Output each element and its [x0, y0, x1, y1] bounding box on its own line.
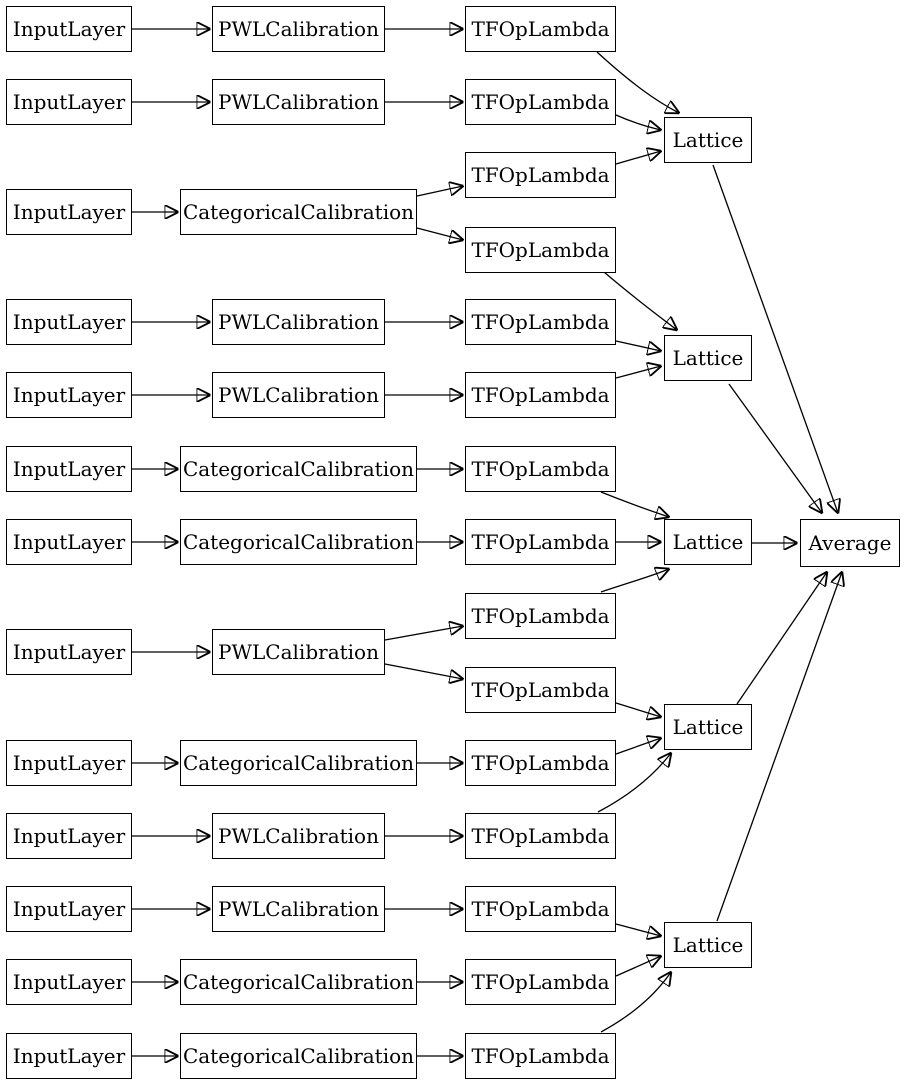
node-inputlayer-4: InputLayer [6, 299, 132, 345]
node-pwlcalibration-1: PWLCalibration [212, 6, 385, 52]
node-tfoplambda-7: TFOpLambda [465, 446, 616, 492]
node-tfoplambda-4: TFOpLambda [465, 227, 616, 273]
edge-tf4-lat2 [603, 271, 677, 330]
node-lattice-3: Lattice [664, 519, 752, 565]
node-tfoplambda-15: TFOpLambda [465, 1033, 616, 1079]
edge-lat1-avg [712, 164, 838, 513]
node-tfoplambda-2: TFOpLambda [465, 79, 616, 125]
node-inputlayer-10: InputLayer [6, 813, 132, 859]
node-tfoplambda-14: TFOpLambda [465, 959, 616, 1005]
edge-tf13-lat5 [615, 923, 661, 936]
edge-cal3-tf4 [416, 227, 463, 240]
edge-tf1-lat1 [596, 51, 679, 113]
node-pwlcalibration-4: PWLCalibration [212, 372, 385, 418]
edge-lat2-avg [728, 383, 822, 513]
node-tfoplambda-6: TFOpLambda [465, 372, 616, 418]
node-tfoplambda-5: TFOpLambda [465, 299, 616, 345]
edge-tf7-lat3 [600, 491, 669, 517]
edge-lat5-avg [716, 572, 842, 922]
node-inputlayer-6: InputLayer [6, 446, 132, 492]
edge-cal3-tf3 [416, 186, 463, 197]
node-tfoplambda-12: TFOpLambda [465, 813, 616, 859]
edge-cal8-tf10 [384, 663, 463, 679]
edge-tf10-lat4 [615, 702, 661, 717]
node-tfoplambda-13: TFOpLambda [465, 886, 616, 932]
node-categoricalcalibration-1: CategoricalCalibration [180, 189, 417, 235]
edge-tf14-lat5 [615, 956, 661, 977]
node-pwlcalibration-2: PWLCalibration [212, 79, 385, 125]
node-average: Average [800, 519, 900, 567]
node-categoricalcalibration-3: CategoricalCalibration [180, 519, 417, 565]
node-inputlayer-1: InputLayer [6, 6, 132, 52]
node-inputlayer-8: InputLayer [6, 629, 132, 675]
node-categoricalcalibration-2: CategoricalCalibration [180, 446, 417, 492]
node-tfoplambda-10: TFOpLambda [465, 667, 616, 713]
node-inputlayer-3: InputLayer [6, 189, 132, 235]
node-tfoplambda-11: TFOpLambda [465, 740, 616, 786]
node-inputlayer-7: InputLayer [6, 519, 132, 565]
node-inputlayer-9: InputLayer [6, 740, 132, 786]
node-lattice-5: Lattice [664, 922, 752, 968]
node-inputlayer-5: InputLayer [6, 372, 132, 418]
node-inputlayer-2: InputLayer [6, 79, 132, 125]
node-tfoplambda-9: TFOpLambda [465, 593, 616, 639]
node-lattice-2: Lattice [664, 335, 752, 381]
edge-tf12-lat4 [597, 753, 671, 813]
edge-tf11-lat4 [615, 738, 661, 755]
edge-tf6-lat2 [615, 366, 661, 379]
node-categoricalcalibration-5: CategoricalCalibration [180, 959, 417, 1005]
edge-lat4-avg [736, 572, 827, 705]
node-lattice-1: Lattice [664, 117, 752, 163]
node-categoricalcalibration-6: CategoricalCalibration [180, 1033, 417, 1079]
node-inputlayer-12: InputLayer [6, 959, 132, 1005]
node-categoricalcalibration-4: CategoricalCalibration [180, 740, 417, 786]
node-lattice-4: Lattice [664, 704, 752, 750]
node-pwlcalibration-6: PWLCalibration [212, 813, 385, 859]
node-inputlayer-13: InputLayer [6, 1033, 132, 1079]
edge-cal8-tf9 [384, 626, 463, 641]
node-tfoplambda-3: TFOpLambda [465, 152, 616, 198]
node-inputlayer-11: InputLayer [6, 886, 132, 932]
edge-tf2-lat1 [615, 114, 661, 130]
edge-tf9-lat3 [600, 569, 669, 593]
node-pwlcalibration-3: PWLCalibration [212, 299, 385, 345]
node-pwlcalibration-5: PWLCalibration [212, 629, 385, 675]
edge-tf5-lat2 [615, 340, 661, 351]
node-tfoplambda-1: TFOpLambda [465, 6, 616, 52]
node-tfoplambda-8: TFOpLambda [465, 519, 616, 565]
edge-tf3-lat1 [615, 151, 661, 165]
edge-tf15-lat5 [600, 972, 671, 1033]
node-pwlcalibration-7: PWLCalibration [212, 886, 385, 932]
